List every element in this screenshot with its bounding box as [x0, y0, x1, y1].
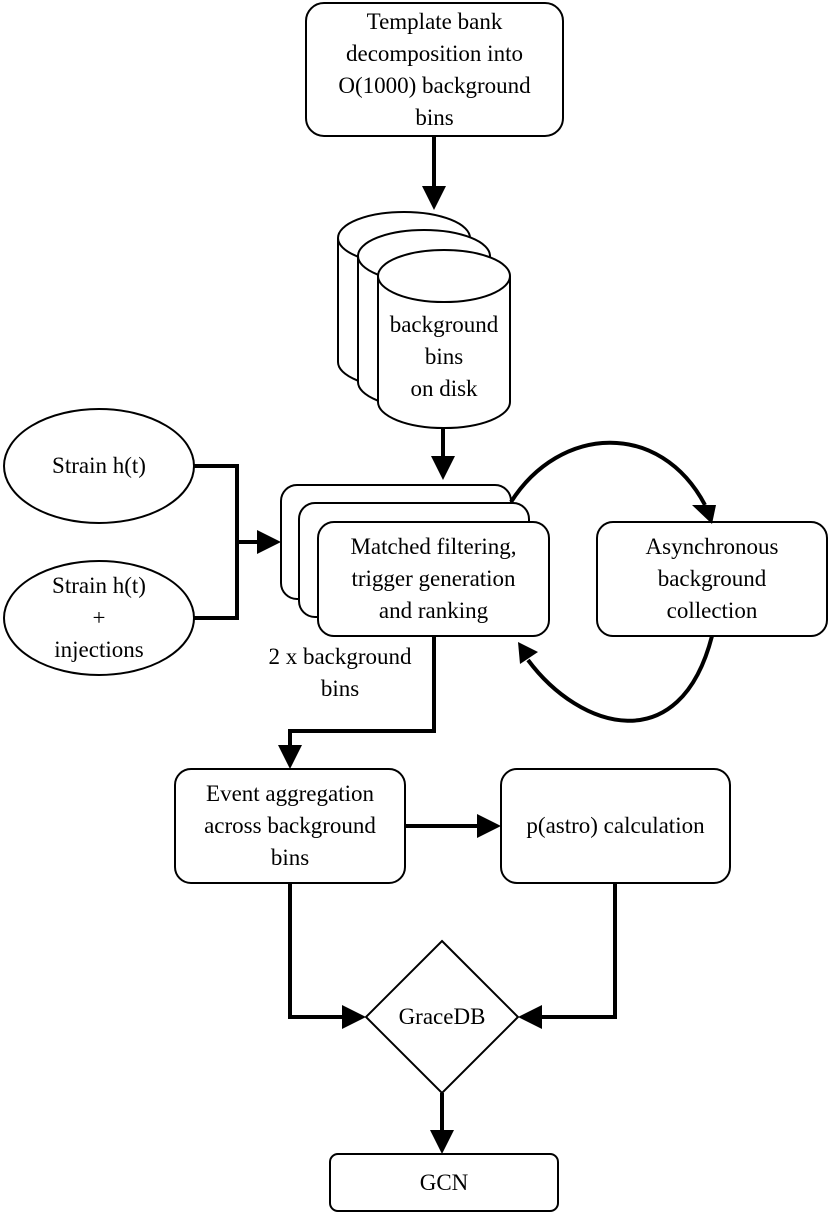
connector-strain-to-filtering: [194, 464, 281, 620]
strain-injections-label: Strain h(t) + injections: [52, 573, 146, 662]
connector-disk-to-filtering: [431, 427, 455, 480]
async-collection-label: Asynchronous background collection: [645, 534, 779, 623]
connector-aggregation-to-pastro: [405, 814, 501, 838]
template-bank-label: Template bank decomposition into O(1000)…: [338, 8, 531, 130]
strain-label: Strain h(t): [52, 453, 146, 478]
gcn-label: GCN: [419, 1169, 469, 1195]
matched-filtering-stack: [280, 484, 550, 637]
connector-filtering-to-aggregation: [278, 636, 436, 769]
matched-filtering-label: Matched filtering, trigger generation an…: [350, 534, 517, 623]
event-aggregation-label: Event aggregation across background bins: [204, 781, 376, 870]
connector-aggregation-to-gracedb: [288, 883, 366, 1029]
gracedb-label: GraceDB: [398, 1004, 486, 1029]
gcn-box: [329, 1153, 559, 1212]
two-x-bins-annotation: 2 x background bins: [268, 644, 412, 701]
background-disk-label: background bins on disk: [389, 312, 499, 401]
connector-pastro-to-gracedb: [518, 883, 617, 1029]
connector-template-to-disk: [422, 136, 446, 210]
connector-gracedb-to-gcn: [430, 1093, 454, 1154]
background-disk-stack: [337, 211, 511, 429]
connector-filtering-to-async: [509, 440, 716, 524]
connector-async-to-filtering: [518, 635, 714, 723]
pastro-label: p(astro) calculation: [526, 813, 705, 838]
